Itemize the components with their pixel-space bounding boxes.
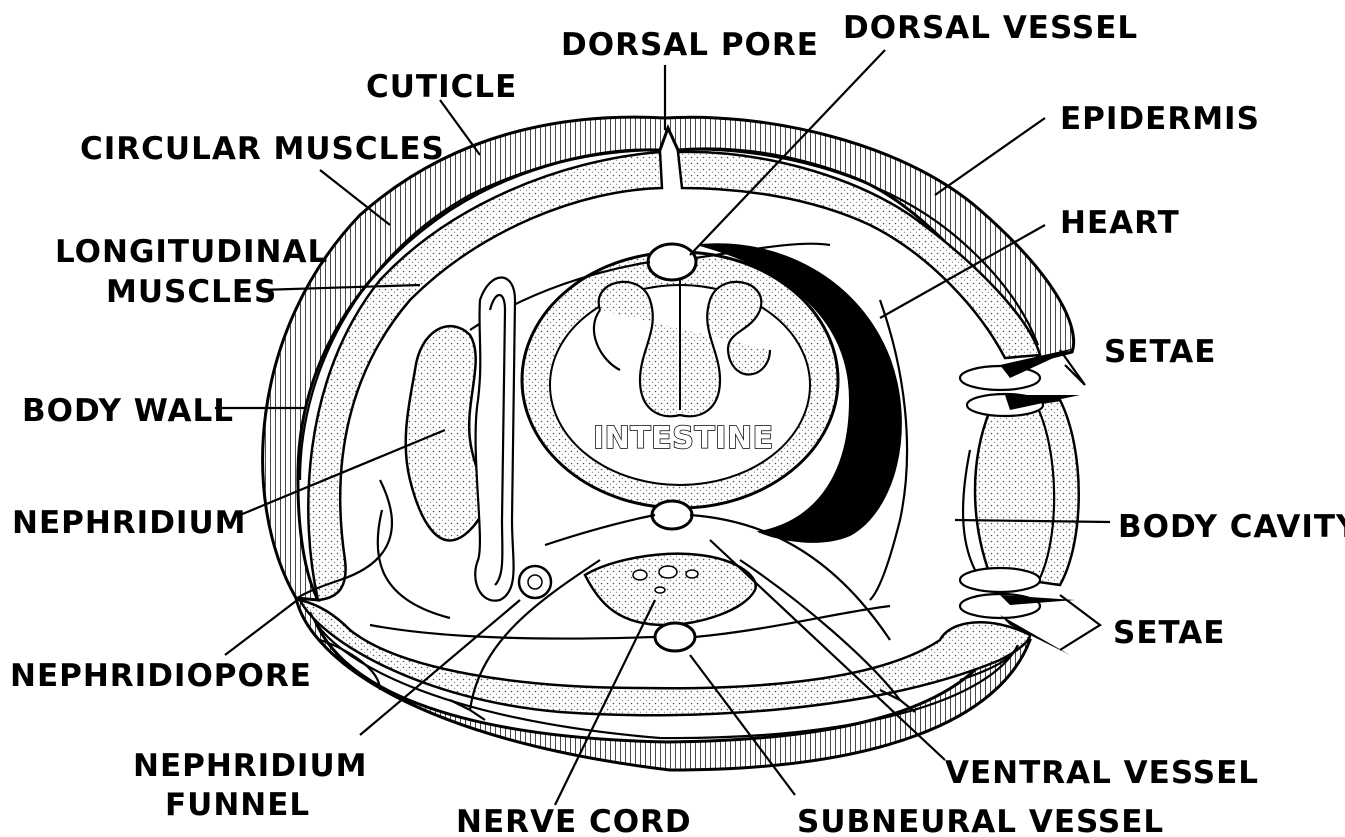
label-longitudinal-muscles-line1: LONGITUDINAL	[55, 234, 328, 270]
label-nephridium-funnel-line2: FUNNEL	[165, 787, 310, 823]
intestine-structure	[522, 252, 838, 508]
label-body-wall: BODY WALL	[22, 393, 234, 429]
label-dorsal-pore: DORSAL PORE	[561, 27, 819, 63]
label-body-cavity: BODY CAVITY	[1118, 509, 1345, 545]
label-nephridium: NEPHRIDIUM	[12, 505, 246, 541]
label-ventral-vessel: VENTRAL VESSEL	[945, 755, 1259, 791]
label-heart: HEART	[1060, 205, 1180, 241]
ventral-vessel-shape	[652, 501, 692, 529]
label-dorsal-vessel: DORSAL VESSEL	[843, 10, 1138, 46]
label-nephridiopore: NEPHRIDIOPORE	[10, 658, 312, 694]
label-setae-bottom: SETAE	[1113, 615, 1225, 651]
label-intestine: INTESTINE	[593, 421, 774, 456]
nerve-cord-shape	[585, 554, 756, 625]
label-nephridium-funnel-line1: NEPHRIDIUM	[133, 748, 367, 784]
dorsal-vessel-shape	[648, 244, 696, 280]
subneural-vessel-shape	[655, 623, 695, 651]
label-longitudinal-muscles-line2: MUSCLES	[106, 274, 277, 310]
label-setae-top: SETAE	[1104, 334, 1216, 370]
label-cuticle: CUTICLE	[366, 69, 517, 105]
label-epidermis: EPIDERMIS	[1060, 101, 1260, 137]
label-subneural-vessel: SUBNEURAL VESSEL	[797, 804, 1164, 837]
label-circular-muscles: CIRCULAR MUSCLES	[80, 131, 445, 167]
label-nerve-cord: NERVE CORD	[456, 804, 692, 837]
